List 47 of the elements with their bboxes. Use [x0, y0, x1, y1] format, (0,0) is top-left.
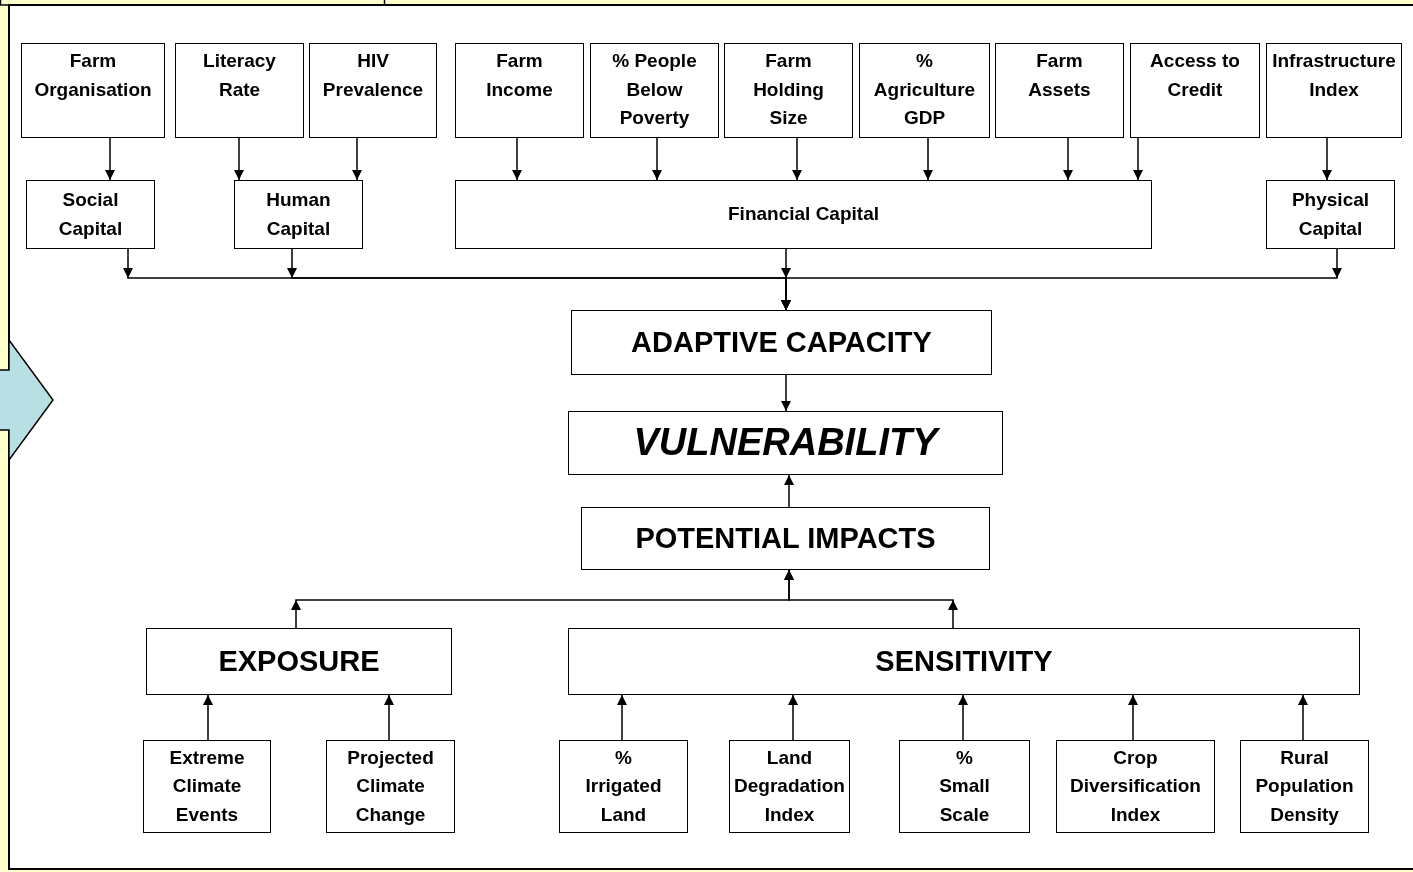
arrow — [781, 374, 791, 412]
text-box: Land Degradation Index — [729, 740, 850, 833]
arrow — [652, 137, 662, 181]
arrow — [352, 137, 362, 181]
text-box: POTENTIAL IMPACTS — [581, 507, 990, 570]
text-box: Rural Population Density — [1240, 740, 1369, 833]
text-box: % Small Scale — [899, 740, 1030, 833]
text-box: Human Capital — [234, 180, 363, 249]
text-box: Projected Climate Change — [326, 740, 455, 833]
arrow — [784, 569, 954, 629]
arrow — [384, 694, 394, 741]
text-box: SENSITIVITY — [568, 628, 1360, 695]
arrow — [923, 137, 933, 181]
text-box: % People Below Poverty — [590, 43, 719, 138]
text-box: HIV Prevalence — [309, 43, 437, 138]
arrow — [1128, 694, 1138, 741]
arrow — [1298, 694, 1308, 741]
text-box: Literacy Rate — [175, 43, 304, 138]
text-box: Physical Capital — [1266, 180, 1395, 249]
arrow — [1133, 137, 1143, 181]
text-box: VULNERABILITY — [568, 411, 1003, 475]
text-box: Crop Diversification Index — [1056, 740, 1215, 833]
text-box: Infrastructure Index — [1266, 43, 1402, 138]
arrow — [792, 137, 802, 181]
text-box: Farm Holding Size — [724, 43, 853, 138]
text-box: Farm Organisation — [21, 43, 165, 138]
arrow — [203, 694, 213, 741]
arrow — [788, 694, 798, 741]
text-box: % Irrigated Land — [559, 740, 688, 833]
arrow — [1322, 137, 1332, 181]
arrow — [958, 694, 968, 741]
text-box: Farm Assets — [995, 43, 1124, 138]
arrow — [784, 474, 794, 508]
arrow — [617, 694, 627, 741]
text-box: ADAPTIVE CAPACITY — [571, 310, 992, 375]
text-box: Extreme Climate Events — [143, 740, 271, 833]
text-box: Financial Capital — [455, 180, 1152, 249]
text-box: Farm Income — [455, 43, 584, 138]
arrow — [781, 248, 1338, 311]
arrow — [1063, 137, 1073, 181]
text-box: Social Capital — [26, 180, 155, 249]
arrow — [512, 137, 522, 181]
arrow — [234, 137, 244, 181]
text-box: Access to Credit — [1130, 43, 1260, 138]
text-box: % Agriculture GDP — [859, 43, 990, 138]
text-box: EXPOSURE — [146, 628, 452, 695]
arrow — [105, 137, 115, 181]
